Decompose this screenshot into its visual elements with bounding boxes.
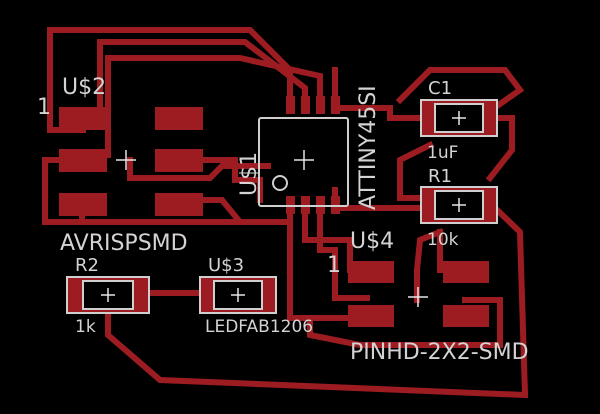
origin-markers [101,111,466,307]
us2-pad-6 [155,193,203,216]
c1-outline [420,99,498,137]
us2-pad-4 [155,149,203,172]
us1-label: U$1 [237,152,262,196]
pinhd-label: PINHD-2X2-SMD [350,340,529,365]
attiny-pin-top-3 [316,96,325,114]
us3-outline [199,276,277,314]
copper-traces [42,27,529,399]
attiny-outline [258,117,349,207]
us4-pad-4 [443,305,489,327]
us2-pad-3 [59,149,107,172]
r1-name-label: R1 [428,166,452,187]
us4-name-label: U$4 [350,229,394,254]
us4-pad-3 [348,305,394,327]
attiny-pin1-marker [272,175,288,191]
c1-origin-cross [452,111,466,125]
ledfab-label: LEDFAB1206 [205,317,313,337]
r1-value-label: 10k [427,230,459,250]
silkscreen [66,99,498,314]
r1-inner [434,190,484,220]
r2-outline [66,276,150,314]
attiny-pin-top-4 [331,96,340,114]
us4-pad-2 [443,261,489,283]
us2-pad-1 [59,107,107,130]
attiny-label: ATTINY45SI [356,85,381,210]
us2-pad-5 [59,193,107,216]
r2-value-label: 1k [75,317,96,337]
us2-name-label: U$2 [62,75,106,100]
us1-origin-cross [294,150,314,170]
us4-pin1-label: 1 [327,253,341,278]
avrispsmd-label: AVRISPSMD [60,231,188,256]
r2-name-label: R2 [75,255,99,276]
us2-origin-cross [116,150,136,170]
us4-pad-1 [348,261,394,283]
us2-pad-2 [155,107,203,130]
c1-value-label: 1uF [427,143,458,163]
us3-origin-cross [231,288,245,302]
r1-origin-cross [452,198,466,212]
us3-name-label: U$3 [208,255,244,276]
us2-pin1-label: 1 [37,95,51,120]
attiny-pin-top-2 [301,96,310,114]
c1-name-label: C1 [428,78,452,99]
us4-origin-cross [408,287,428,307]
r2-origin-cross [101,288,115,302]
r1-outline [420,186,498,224]
attiny-pin-top-1 [286,96,295,114]
